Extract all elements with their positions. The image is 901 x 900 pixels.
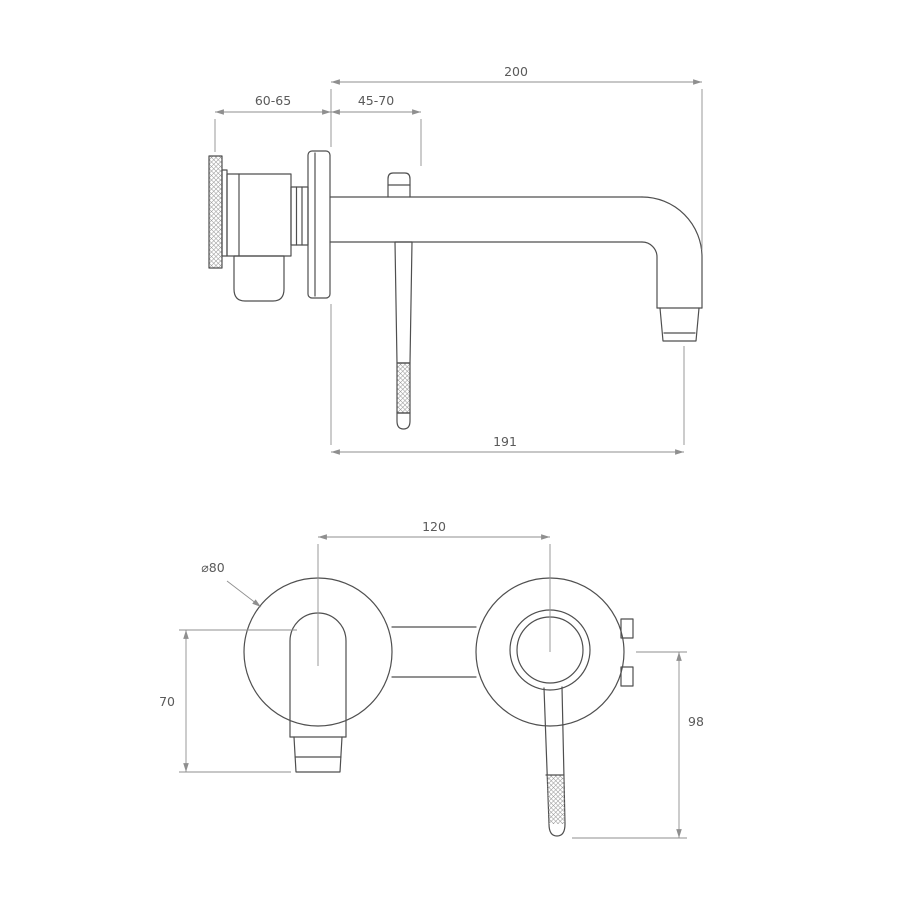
dim-label-handle-offset: 45-70 (358, 93, 394, 108)
dim-spout-reach: 191 (330, 304, 685, 455)
rough-in-knurl (208, 155, 223, 269)
mounting-clip-top (620, 618, 634, 639)
dim-escutcheon-diameter: ⌀80 (201, 560, 262, 608)
spout-elbow-outer (641, 196, 703, 309)
handle-grip-knurl (396, 362, 411, 414)
wall-escutcheon-side (307, 150, 331, 299)
dim-handle-offset: 45-70 (331, 93, 422, 166)
dim-centers-distance: 120 (317, 519, 551, 666)
dim-spout-outlet-drop: 70 (159, 629, 297, 773)
mounting-thread (290, 186, 309, 246)
dim-label-handle-length: 98 (688, 714, 704, 729)
dim-handle-length: 98 (572, 651, 704, 839)
dim-label-escutcheon-diameter: ⌀80 (201, 560, 224, 575)
dim-label-spout-reach: 191 (493, 434, 517, 449)
aerator-tip (659, 307, 700, 342)
dim-overall-length: 200 (330, 64, 703, 250)
rough-in-step (221, 169, 228, 257)
spout-elbow-inner (641, 241, 658, 309)
valve-body (226, 173, 292, 257)
side-view-dimensions: 200 60-65 45-70 191 (214, 64, 703, 455)
leader-line (226, 580, 262, 608)
handle-rod-tip (396, 412, 411, 430)
handle-lever (543, 686, 566, 837)
front-view (243, 577, 634, 837)
handle-rod (394, 241, 413, 364)
front-view-dimensions: 120 ⌀80 70 98 (159, 519, 704, 839)
spout-aerator-front (293, 736, 343, 773)
dim-wall-depth: 60-65 (214, 93, 331, 152)
dim-label-overall-length: 200 (504, 64, 528, 79)
cartridge-cap (387, 172, 411, 198)
dim-label-centers-distance: 120 (422, 519, 446, 534)
dim-label-spout-outlet-drop: 70 (159, 694, 175, 709)
mounting-clip-bottom (620, 666, 634, 687)
handle-lever-knurl (547, 775, 565, 824)
valve-body-lower (233, 255, 285, 302)
side-view (208, 150, 703, 430)
dim-label-wall-depth: 60-65 (255, 93, 291, 108)
